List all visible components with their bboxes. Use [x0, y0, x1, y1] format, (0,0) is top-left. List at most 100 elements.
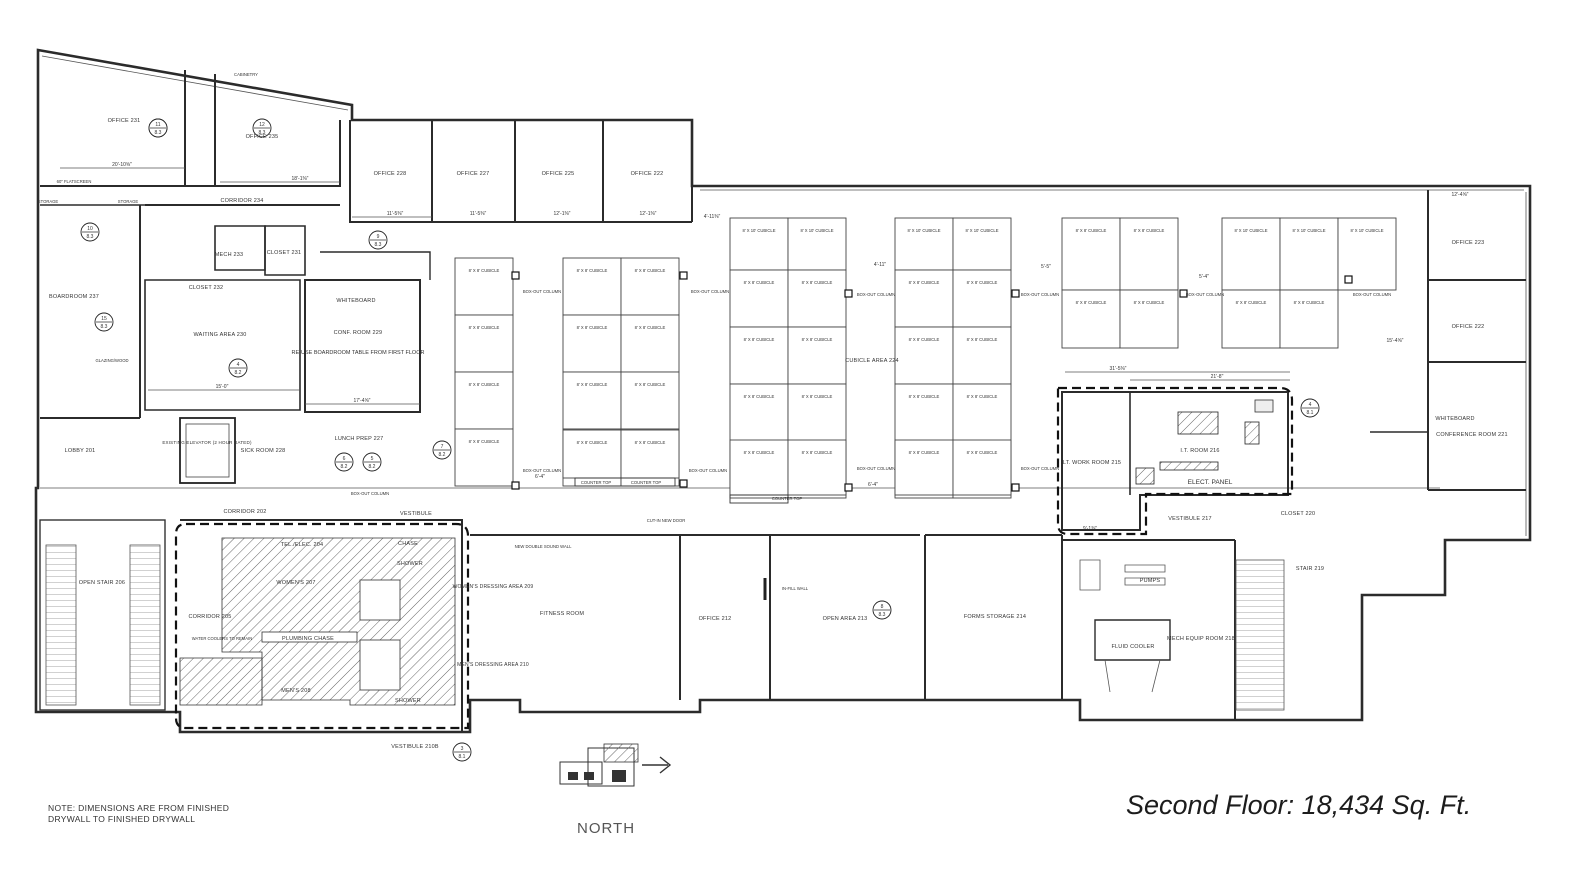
detail-tag-num-4: 15 — [101, 316, 107, 322]
label-lunch-prep: LUNCH PREP 227 — [335, 436, 384, 442]
label-closet-232: CLOSET 232 — [189, 285, 224, 291]
cubicle-8 — [620, 314, 680, 373]
restroom-block — [174, 522, 470, 730]
cubicle-40 — [1119, 217, 1179, 291]
detail-tag-sheet-6: 8.2 — [235, 370, 242, 376]
dim-10: 15'-4⅝" — [1387, 338, 1404, 344]
column-1 — [511, 271, 520, 280]
dim-11: 17'-4⅝" — [354, 398, 371, 404]
label-cubicle-area: CUBICLE AREA 224 — [845, 358, 899, 364]
label-box-out-6: BOX-OUT COLUMN — [1353, 292, 1391, 297]
cubicle-27 — [894, 217, 954, 271]
label-in-fill-wall: IN-FILL WALL — [782, 586, 809, 591]
cubicle-29 — [894, 269, 954, 328]
label-fitness-room: FITNESS ROOM — [540, 611, 584, 617]
label-whiteboard-2: WHITEBOARD — [1435, 416, 1474, 422]
label-glazing: GLAZING/WOOD — [95, 358, 128, 363]
it-rooms — [1056, 386, 1294, 536]
cubicle-label-47: 8' X 8' CUBICLE — [1294, 300, 1325, 305]
label-office-212: OFFICE 212 — [699, 616, 732, 622]
detail-tag-num-8: 6 — [343, 456, 346, 462]
cubicle-label-45: 8' X 10' CUBICLE — [1350, 228, 1383, 233]
label-open-area: OPEN AREA 213 — [823, 616, 868, 622]
label-corridor-202: CORRIDOR 202 — [223, 509, 266, 515]
cubicle-label-6: 8' X 8' CUBICLE — [635, 268, 666, 273]
dim-12: 15'-0" — [216, 384, 229, 390]
cubicle-20 — [787, 326, 847, 385]
label-pumps: PUMPS — [1140, 578, 1161, 584]
dim-4: 11'-5⅜" — [470, 211, 487, 217]
cubicle-label-2: 8' X 8' CUBICLE — [469, 325, 500, 330]
label-vestibule-217: VESTIBULE 217 — [1168, 516, 1212, 522]
cubicle-label-20: 8' X 8' CUBICLE — [802, 337, 833, 342]
cubicle-label-38: 8' X 8' CUBICLE — [967, 450, 998, 455]
detail-tag-sheet-4: 8.3 — [101, 324, 108, 330]
cubicle-label-18: 8' X 8' CUBICLE — [802, 280, 833, 285]
cubicle-label-21: 8' X 8' CUBICLE — [744, 394, 775, 399]
label-box-out-7: BOX-OUT COLUMN — [523, 468, 561, 473]
room-labels: OFFICE 231 OFFICE 235 OFFICE 228 OFFICE … — [38, 72, 1508, 750]
detail-tag-sheet-11: 8.3 — [879, 612, 886, 618]
column-2 — [679, 271, 688, 280]
column-4 — [1011, 289, 1020, 298]
dim-6: 12'-1⅜" — [640, 211, 657, 217]
cubicle-7 — [562, 314, 622, 373]
north-arrow-icon — [559, 743, 672, 787]
detail-tags: 118.3128.3108.3158.398.348.278.268.258.2… — [80, 118, 1320, 762]
label-box-out-5: BOX-OUT COLUMN — [1186, 292, 1224, 297]
label-elect-panel: ELECT. PANEL — [1188, 479, 1233, 486]
label-mech-equip: MECH EQUIP ROOM 218 — [1167, 636, 1235, 642]
cubicle-label-31: 8' X 8' CUBICLE — [909, 337, 940, 342]
cubicle-38 — [952, 439, 1012, 496]
label-box-out-4: BOX-OUT COLUMN — [1021, 292, 1059, 297]
cubicle-label-13: 8' X 8' CUBICLE — [577, 440, 608, 445]
detail-tag-num-11: 8 — [881, 604, 884, 610]
detail-tag-sheet-9: 8.2 — [369, 464, 376, 470]
cubicle-label-29: 8' X 8' CUBICLE — [909, 280, 940, 285]
cubicle-10 — [620, 371, 680, 430]
label-chase: CHASE — [398, 541, 418, 547]
detail-tag-num-7: 7 — [441, 444, 444, 450]
cubicle-46 — [1221, 289, 1281, 349]
column-5 — [1179, 289, 1188, 298]
detail-tag-sheet-2: 8.3 — [259, 130, 266, 136]
cubicle-grid: 8' X 8' CUBICLE 8' X 8' CUBICLE 8' X 8' CU… — [454, 217, 1397, 504]
detail-tag-num-5: 9 — [377, 234, 380, 240]
column-9 — [844, 483, 853, 492]
label-reuse-table: RE-USE BOARDROOM TABLE FROM FIRST FLOOR — [292, 350, 425, 356]
dim-17: 4'-11" — [874, 262, 887, 268]
northwest-offices — [40, 70, 431, 419]
cubicle-6 — [620, 257, 680, 316]
cubicle-label-39: 8' X 8' CUBICLE — [1076, 228, 1107, 233]
dimension-note: NOTE: DIMENSIONS ARE FROM FINISHED DRYWA… — [48, 803, 230, 824]
cubicle-41 — [1061, 289, 1121, 349]
label-lt-work-room: LT. WORK ROOM 215 — [1063, 460, 1121, 466]
label-vestibule: VESTIBULE — [400, 511, 432, 517]
counter-1 — [574, 477, 676, 487]
detail-tag-num-13: 11 — [155, 122, 160, 128]
cubicle-47 — [1279, 289, 1339, 349]
column-10 — [1011, 483, 1020, 492]
label-box-out-2: BOX-OUT COLUMN — [691, 289, 729, 294]
cubicle-label-5: 8' X 8' CUBICLE — [577, 268, 608, 273]
label-conference-221: CONFERENCE ROOM 221 — [1436, 432, 1508, 438]
label-cabinetry: CABINETRY — [234, 72, 258, 77]
label-storage-2: STORAGE — [118, 199, 139, 204]
cubicle-label-43: 8' X 10' CUBICLE — [1234, 228, 1267, 233]
detail-tag-sheet-7: 8.2 — [439, 452, 446, 458]
cubicle-label-7: 8' X 8' CUBICLE — [577, 325, 608, 330]
label-box-out-8: BOX-OUT COLUMN — [689, 468, 727, 473]
label-boardroom: BOARDROOM 237 — [49, 294, 99, 300]
label-womens-dressing: WOMEN'S DRESSING AREA 209 — [453, 584, 534, 590]
detail-tag-num-2: 12 — [259, 122, 265, 128]
cubicle-34 — [952, 383, 1012, 442]
detail-tag-sheet-5: 8.3 — [375, 242, 382, 248]
label-cut-in-door: CUT-IN NEW DOOR — [647, 518, 686, 523]
cubicle-label-28: 8' X 10' CUBICLE — [965, 228, 998, 233]
label-elevator: EXISTING ELEVATOR (2 HOUR RATED) — [162, 440, 252, 445]
stairs-elevator — [39, 417, 236, 711]
label-waiting-area: WAITING AREA 230 — [193, 332, 246, 338]
cubicle-16 — [787, 217, 847, 271]
label-office-235: OFFICE 235 — [246, 134, 279, 140]
cubicle-label-15: 8' X 10' CUBICLE — [742, 228, 775, 233]
